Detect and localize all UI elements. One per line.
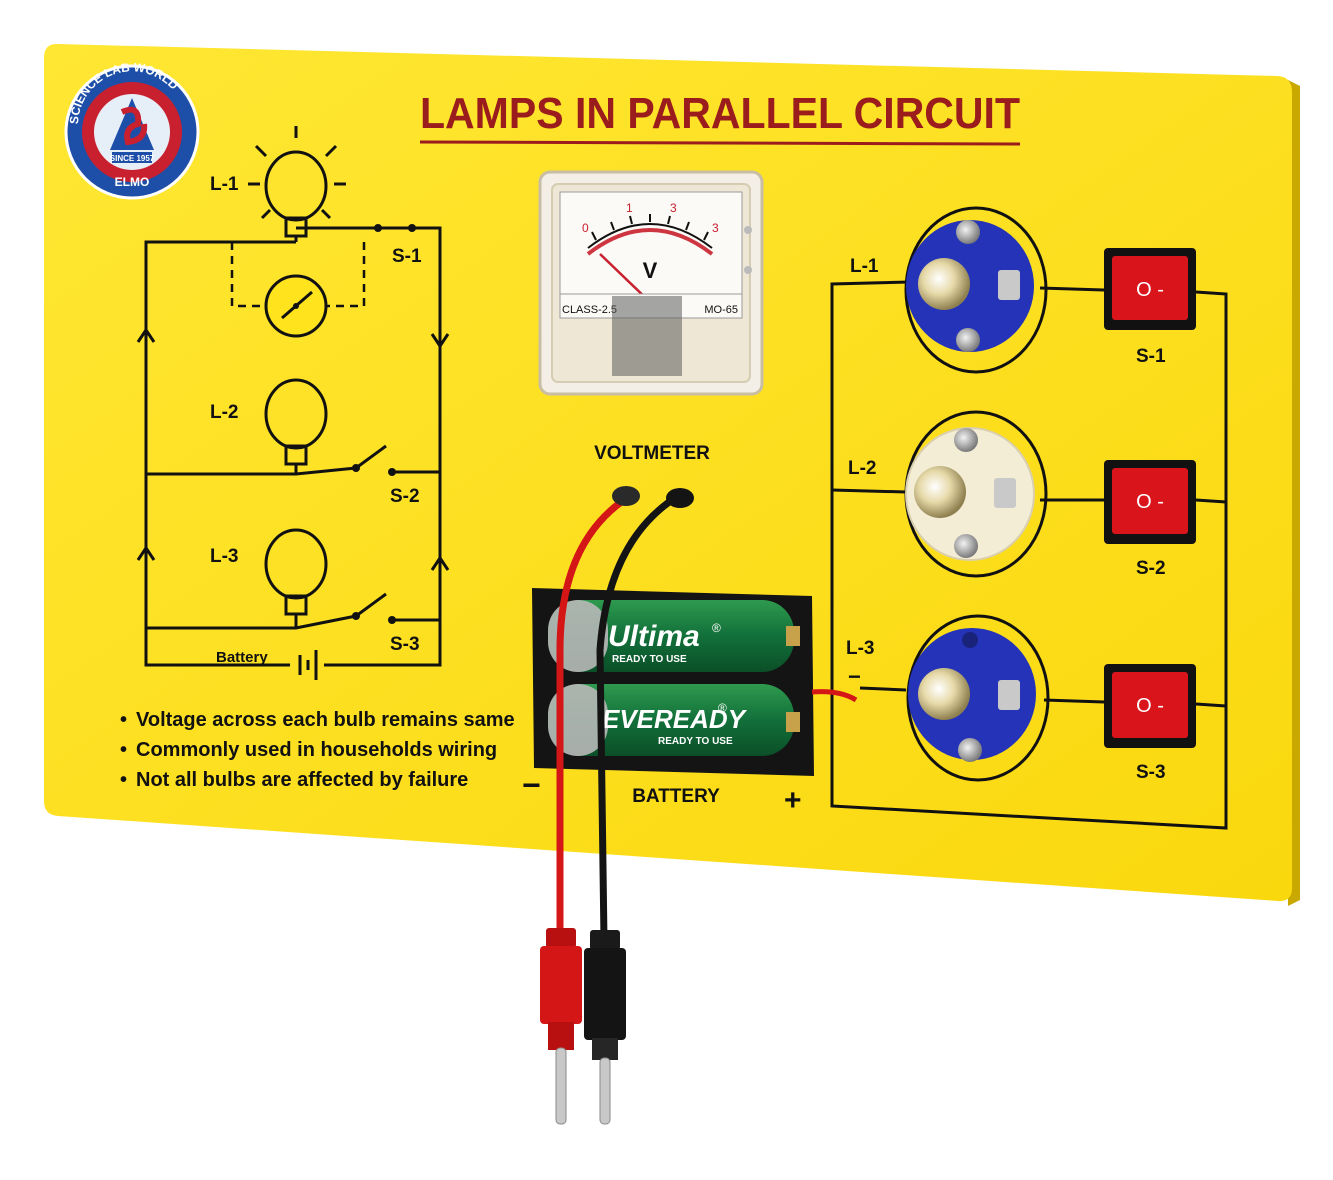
circuit-label-l3: L-3 [846, 638, 875, 659]
diagram-label-l1: L-1 [210, 174, 239, 195]
switch-s2[interactable]: O - [1104, 460, 1196, 544]
switch-glyph: O - [1136, 695, 1164, 717]
circuit-diagram: L-1 L-2 L-3 S-1 S-2 S-3 Battery [136, 126, 450, 680]
bulb-icon [918, 258, 970, 310]
voltmeter: 0 1 3 3 V CLASS-2.5 MO-65 [538, 170, 764, 396]
note-bullet: • [120, 769, 127, 791]
note-item: Not all bulbs are affected by failure [136, 769, 468, 791]
circuit-minus-mark: − [848, 664, 861, 689]
note-bullet: • [120, 709, 127, 731]
logo-since: SINCE 1957 [110, 154, 155, 163]
voltmeter-model: MO-65 [704, 304, 738, 316]
bulb-icon [248, 126, 346, 242]
black-lead-wire [596, 493, 680, 941]
circuit-label-s3: S-3 [1136, 762, 1166, 783]
diagram-battery-label: Battery [216, 649, 268, 666]
battery-cell [548, 684, 794, 756]
cell-brand: EVEREADY [602, 704, 748, 734]
cell-registered: ® [718, 701, 727, 715]
arrow-icon [136, 327, 156, 343]
switch-s1[interactable]: O - [1104, 248, 1196, 330]
arrow-icon [430, 555, 450, 571]
parallel-circuit: O - O - O - L-1 L-2 L-3 − S-1 S-2 S-3 [830, 206, 1228, 830]
switch-s3[interactable]: O - [1104, 664, 1196, 748]
battery-minus-sign: − [522, 767, 541, 803]
test-leads [540, 486, 694, 1125]
lampholder-l2 [904, 410, 1048, 578]
diagram-label-s1: S-1 [392, 246, 422, 267]
switch-glyph: O - [1136, 491, 1164, 513]
cell-tagline: READY TO USE [658, 736, 733, 747]
diagram-label-s2: S-2 [390, 486, 420, 507]
battery-pack: Ultima ® READY TO USE EVEREADY ® READY T… [532, 588, 858, 776]
cell-brand: Ultima [608, 620, 700, 653]
circuit-label-l1: L-1 [850, 256, 879, 277]
bulb-icon [918, 668, 970, 720]
bulb-icon [264, 528, 328, 628]
battery-symbol-icon [298, 650, 318, 680]
voltmeter-scale-label: 3 [712, 221, 719, 235]
diagram-label-l3: L-3 [210, 546, 239, 567]
arrow-icon [136, 545, 156, 561]
bulb-icon [914, 466, 966, 518]
diagram-label-l2: L-2 [210, 402, 239, 423]
voltmeter-scale-label: 1 [626, 201, 633, 215]
circuit-label-l2: L-2 [848, 458, 877, 479]
battery-plus-sign: + [784, 784, 802, 817]
battery-cell [548, 600, 794, 672]
voltmeter-scale-label: 0 [582, 221, 589, 235]
note-item: Commonly used in households wiring [136, 739, 497, 761]
science-lab-world-logo-icon: SINCE 1957 ELMO SCIENCE LAB WORLD [64, 60, 200, 200]
cell-tagline: READY TO USE [612, 654, 687, 665]
battery-label: BATTERY [632, 786, 720, 807]
logo-brand: ELMO [115, 175, 150, 189]
voltmeter-class: CLASS-2.5 [562, 304, 617, 316]
red-lead-wire [556, 493, 632, 930]
notes-list: • Voltage across each bulb remains same … [120, 709, 515, 791]
circuit-label-s2: S-2 [1136, 558, 1166, 579]
note-bullet: • [120, 739, 127, 761]
switch-icon [352, 444, 396, 476]
lampholder-l3 [906, 614, 1050, 782]
arrow-icon [430, 333, 450, 349]
bulb-icon [264, 378, 328, 474]
lampholder-l1 [904, 206, 1048, 374]
diagram-label-s3: S-3 [390, 634, 420, 655]
switch-icon [352, 592, 396, 624]
meter-icon [264, 274, 328, 338]
voltmeter-label: VOLTMETER [594, 443, 710, 464]
voltmeter-unit: V [643, 258, 658, 283]
title-underline [419, 140, 1021, 146]
black-banana-plug[interactable] [584, 930, 626, 1125]
circuit-label-s1: S-1 [1136, 346, 1166, 367]
note-item: Voltage across each bulb remains same [136, 709, 515, 731]
red-banana-plug[interactable] [540, 928, 582, 1125]
cell-registered: ® [712, 621, 721, 635]
board-title: LAMPS IN PARALLEL CIRCUIT [420, 89, 1020, 138]
switch-glyph: O - [1136, 279, 1164, 301]
voltmeter-scale-label: 3 [670, 201, 677, 215]
